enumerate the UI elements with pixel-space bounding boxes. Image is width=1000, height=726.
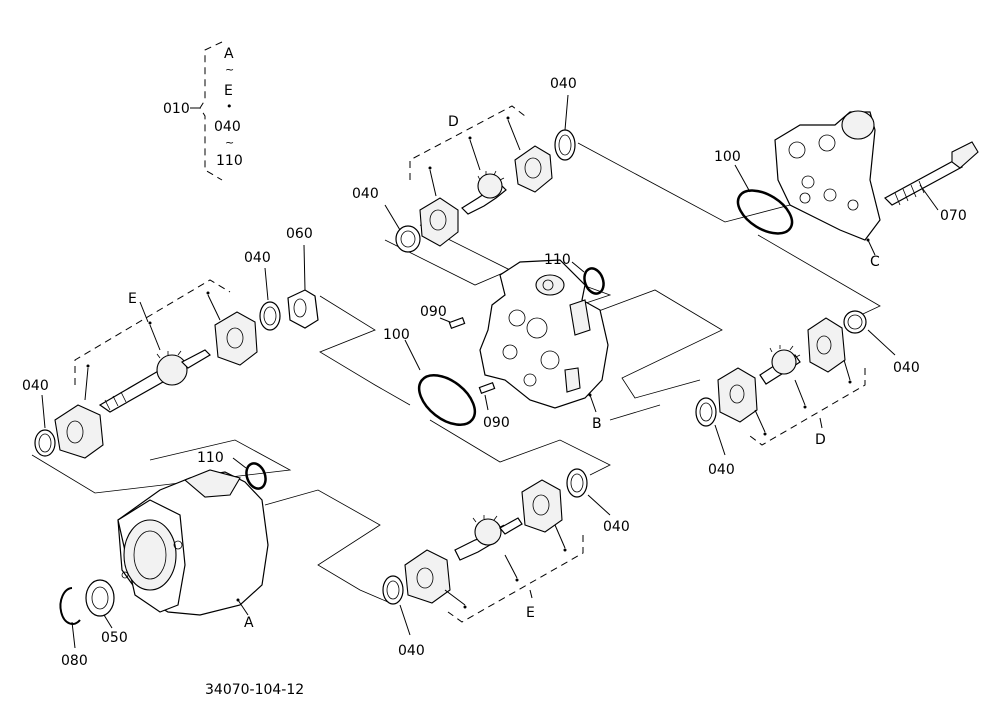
gear-teeth-e-bottom [474,518,502,546]
figure-number: 34070-104-12 [205,682,304,698]
callout-040-e-far-left: 040 [22,378,49,394]
group-line-3: E [224,83,233,99]
callout-050: 050 [101,630,128,646]
needle-bearing-060 [287,289,319,329]
callout-040-d-bottom: 040 [708,462,735,478]
gear-teeth-e [156,354,188,386]
bushing-e-left [54,404,104,459]
letter-c: C [870,254,880,270]
callout-040-e-bottom-right: 040 [603,519,630,535]
letter-e-bottom: E [526,605,535,621]
o-ring-100-middle [417,374,477,426]
bushing-d-left [419,197,459,247]
seal-ring-040-top [554,129,576,161]
seal-ring-040-e-bottom-right [566,468,588,498]
group-line-1: A [224,46,234,62]
o-ring-110-left [245,462,267,490]
seal-ring-040-d-bottom [695,397,717,427]
callout-110-top: 110 [544,252,571,268]
gear-teeth-d-right [771,349,797,375]
callout-070: 070 [940,208,967,224]
seal-ring-040-far-left [34,429,56,457]
callout-080: 080 [61,653,88,669]
o-ring-100-top [736,189,794,235]
o-ring-110-top [583,267,605,295]
group-d-top [384,94,576,253]
callout-040-d-right: 040 [893,360,920,376]
callout-090-top: 090 [420,304,447,320]
bushing-e-bottom-right [521,479,563,533]
group-line-5: 040 [214,119,241,135]
bushing-d-right-a [807,317,846,373]
letter-e-left: E [128,291,137,307]
bushing-e-bottom-left [404,549,451,604]
group-e-left [34,244,319,459]
group-line-2: ~ [225,63,234,76]
cover-c [774,110,979,256]
letter-d-top: D [448,114,459,130]
oil-seal-050 [85,579,115,617]
seal-ring-040-right [843,310,867,334]
group-line-7: 110 [216,153,243,169]
callout-110-left: 110 [197,450,224,466]
callout-100-top: 100 [714,149,741,165]
callout-100-middle: 100 [383,327,410,343]
callout-040-d-left: 040 [352,186,379,202]
group-010-bracket: 010 A ~ E • 040 ~ 110 [163,41,243,181]
letter-d-right: D [815,432,826,448]
callout-labels: 040 040 040 040 040 040 040 040 060 100 … [22,76,967,669]
group-letters: D E C B A D E [128,114,880,631]
callout-040-e-left-top: 040 [244,250,271,266]
pin-090-top [448,317,466,329]
bushing-d-right-b [717,367,758,423]
housing-a [59,469,269,649]
group-line-4: • [226,100,233,113]
callout-040-e-bottom: 040 [398,643,425,659]
callout-090-bottom: 090 [483,415,510,431]
pin-090-bottom [478,382,496,394]
seal-ring-040-e-top [259,301,281,331]
seal-ring-040-e-bottom [382,575,404,605]
bushing-d-right [514,145,553,193]
group-d-right [695,310,896,456]
group-line-6: ~ [225,136,234,149]
group-e-bottom [382,468,611,636]
callout-040-top: 040 [550,76,577,92]
housing-b [439,259,609,413]
group-code-label: 010 [163,101,190,117]
callout-060: 060 [286,226,313,242]
seal-ring-040-top-left [395,225,421,253]
letter-a: A [244,615,254,631]
pump-cover [774,111,881,241]
bolt-070 [884,159,963,206]
bushing-e-right [214,311,258,366]
snap-ring-080 [59,587,81,625]
gear-teeth-d [477,173,503,199]
letter-b: B [592,416,602,432]
